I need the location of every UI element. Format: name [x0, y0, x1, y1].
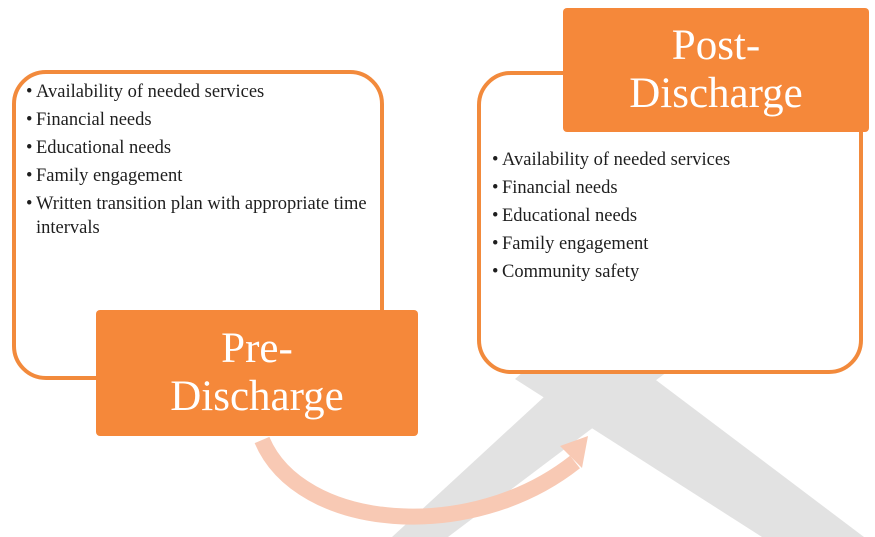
pre-discharge-title-line2: Discharge	[170, 373, 344, 420]
list-item: •Community safety	[492, 262, 640, 282]
list-item: •Family engagement	[26, 166, 183, 186]
list-item: •Educational needs	[26, 138, 172, 158]
arrow-head-icon	[560, 436, 588, 468]
list-item: •Family engagement	[492, 234, 649, 254]
list-item: •Availability of needed services	[26, 82, 265, 102]
pre-discharge-title-line1: Pre-	[221, 325, 293, 372]
post-discharge-title: Post- Discharge	[563, 8, 869, 132]
list-item: •Financial needs	[26, 110, 152, 130]
post-discharge-title-line1: Post-	[671, 22, 761, 69]
list-item: •Educational needs	[492, 206, 638, 226]
list-item: •Written transition plan with appropriat…	[26, 194, 367, 238]
post-discharge-title-line2: Discharge	[629, 70, 803, 117]
list-item: •Financial needs	[492, 178, 618, 198]
list-item: •Availability of needed services	[492, 150, 731, 170]
pre-discharge-list: •Availability of needed services •Financ…	[26, 80, 376, 244]
post-discharge-list: •Availability of needed services •Financ…	[492, 148, 792, 288]
pre-discharge-title: Pre- Discharge	[96, 310, 418, 436]
curved-arrow-icon	[254, 436, 580, 525]
